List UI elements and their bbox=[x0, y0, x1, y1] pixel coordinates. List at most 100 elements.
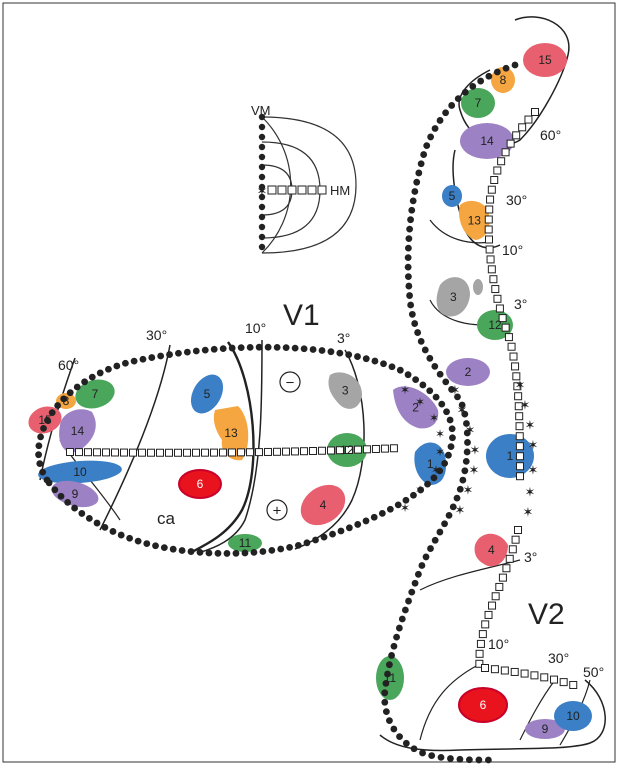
v1-border-dot bbox=[96, 369, 104, 377]
v2-blob-label-3: 3 bbox=[450, 290, 457, 304]
v1-border-dot bbox=[44, 416, 51, 424]
v1-hm-square bbox=[119, 448, 128, 457]
v2-hm-square bbox=[508, 545, 517, 554]
legend-hm-square bbox=[287, 185, 297, 195]
v2-border-dot bbox=[442, 378, 450, 386]
v2-border-dot bbox=[431, 536, 439, 544]
v1-blob-2 bbox=[393, 386, 439, 429]
v1-blob-1 bbox=[414, 442, 447, 485]
v1-hm-square bbox=[236, 448, 245, 457]
v2-border-dot bbox=[463, 429, 471, 437]
v1-hm-square bbox=[353, 445, 362, 454]
v2-border-dot bbox=[409, 197, 417, 205]
v2-star: ✶ bbox=[465, 423, 476, 438]
v1-hm-square bbox=[164, 448, 173, 457]
v2-border-dot bbox=[462, 458, 470, 465]
v2-degree-50-bottom: 50° bbox=[583, 664, 604, 680]
v1-border-dot bbox=[277, 545, 285, 553]
v1-border-dot bbox=[109, 528, 117, 535]
v1-blob-label-13: 13 bbox=[224, 426, 238, 440]
v2-blob-15 bbox=[523, 43, 567, 77]
legend-hm-square bbox=[317, 185, 327, 195]
v1-border-dot bbox=[412, 376, 420, 384]
v1-border-dot bbox=[122, 359, 129, 367]
v2-border-dot bbox=[485, 72, 493, 80]
v2-border-dot bbox=[405, 235, 413, 243]
v2-border-dot bbox=[410, 745, 418, 753]
legend-vm-dot bbox=[258, 123, 266, 131]
v1-blob-10 bbox=[38, 460, 122, 484]
v2-border-dot bbox=[449, 503, 457, 511]
v1-border-dot bbox=[430, 474, 438, 482]
v2-border-dot bbox=[436, 370, 444, 378]
v2-hm-square bbox=[484, 610, 493, 619]
v1-border-dot bbox=[436, 467, 444, 475]
v1-border-dot bbox=[312, 536, 319, 544]
v2-border-dot bbox=[463, 420, 470, 427]
v2-border-dot bbox=[423, 142, 431, 149]
v2-border-dot bbox=[463, 448, 471, 456]
v2-hm-square bbox=[540, 673, 549, 682]
v2-border-dot bbox=[411, 579, 419, 587]
v1-hm-square bbox=[317, 446, 326, 455]
v1-border-dot bbox=[447, 443, 455, 450]
v1-blob-label-12: 12 bbox=[340, 443, 354, 457]
v1-border-dot bbox=[419, 381, 427, 389]
v1-blob-label-1: 1 bbox=[427, 457, 434, 471]
v2-border-dot bbox=[431, 125, 439, 132]
v2-border-dot bbox=[421, 346, 429, 354]
v1-border-dot bbox=[318, 347, 326, 354]
v2-hm-square bbox=[498, 314, 507, 323]
v2-hm-square bbox=[515, 462, 524, 471]
v1-blob-label-4: 4 bbox=[320, 498, 327, 512]
v1-hm-square bbox=[362, 445, 371, 454]
v2-border-dot bbox=[418, 562, 426, 569]
v2-border-dot bbox=[431, 362, 439, 370]
v1-border-dot bbox=[286, 543, 293, 551]
v1-border-dot bbox=[320, 533, 328, 541]
v2-hm-square bbox=[495, 582, 504, 591]
legend-vm-dot bbox=[258, 243, 266, 251]
v2-border-dot bbox=[456, 755, 464, 763]
v2-hm-square bbox=[490, 175, 499, 184]
v1-degree-10: 10° bbox=[245, 320, 266, 336]
v1-hm-square bbox=[191, 448, 200, 457]
v2-border-dot bbox=[456, 485, 464, 493]
v2-hm-square bbox=[506, 139, 515, 148]
v1-border-dot bbox=[294, 542, 302, 549]
v1-border-dot bbox=[39, 468, 47, 476]
v2-border-dot bbox=[404, 263, 412, 271]
v1-border-dot bbox=[88, 373, 96, 381]
v2-border-dot bbox=[422, 553, 430, 561]
v1-hm-square bbox=[128, 448, 137, 457]
v2-border-dot bbox=[390, 642, 398, 650]
v1-blob-label-3: 3 bbox=[342, 384, 349, 398]
v1-star: ✶ bbox=[431, 463, 441, 477]
v1-blob-label-14: 14 bbox=[71, 424, 85, 438]
v1-border-dot bbox=[219, 345, 227, 353]
v2-border-dot bbox=[469, 82, 477, 90]
legend-vm-dot bbox=[258, 143, 266, 151]
v2-top-outline bbox=[458, 16, 570, 146]
v1-border-dot bbox=[354, 521, 362, 528]
v1-border-dot bbox=[113, 362, 121, 370]
v1-border-dot bbox=[187, 548, 195, 555]
minus-sign-circle bbox=[279, 371, 301, 393]
v1-iso-10-thick bbox=[189, 341, 255, 555]
v1-border-dot bbox=[54, 402, 62, 409]
v2-hm-square bbox=[491, 592, 500, 601]
v2-hm-square bbox=[481, 620, 490, 629]
v1-border-dot bbox=[444, 451, 452, 459]
v1-border-dot bbox=[426, 387, 434, 395]
v2-border-dot bbox=[477, 77, 485, 85]
v1-border-dot bbox=[85, 514, 93, 522]
v1-border-dot bbox=[66, 389, 74, 397]
v2-border-dot bbox=[447, 755, 454, 762]
v2-border-dot bbox=[461, 410, 469, 418]
v2-blob-label-6: 6 bbox=[480, 698, 487, 712]
v2-blob-11 bbox=[376, 656, 404, 700]
v2-border-dot bbox=[401, 606, 409, 614]
legend-vm-dot bbox=[258, 173, 266, 181]
v1-border-dot bbox=[309, 346, 317, 353]
v2-border-dot bbox=[402, 739, 410, 747]
